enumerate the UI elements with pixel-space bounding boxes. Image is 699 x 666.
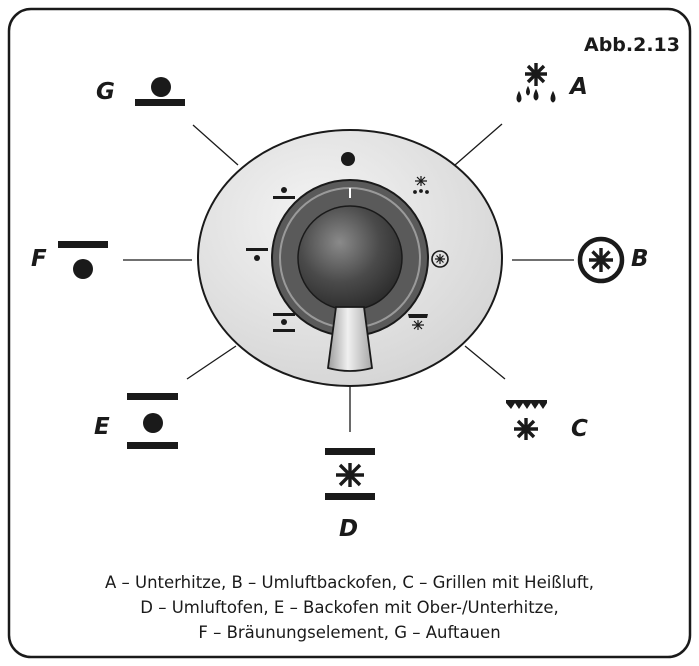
caption-line-1: A – Unterhitze, B – Umluftbackofen, C – …: [105, 573, 594, 592]
figure-title: Abb.2.13: [583, 34, 680, 56]
label-b: B: [631, 246, 649, 272]
leader-line-a: [454, 123, 503, 166]
label-e: E: [94, 414, 110, 440]
panel-top-bottom-heat-icon: [273, 313, 295, 332]
symbol-g-icon: [135, 77, 185, 106]
panel-fan-circle-icon: [431, 250, 449, 268]
label-a: A: [570, 74, 588, 100]
caption-line-2: D – Umluftofen, E – Backofen mit Ober-/U…: [140, 598, 559, 617]
symbol-d-icon: [325, 448, 375, 500]
panel-dot-icon: [341, 152, 355, 166]
label-c: C: [571, 416, 588, 442]
caption-line-3: F – Bräunungselement, G – Auftauen: [198, 623, 501, 642]
symbol-e-icon: [127, 393, 178, 449]
leader-line-e: [186, 345, 237, 380]
panel-bottom-heat-icon: [246, 248, 268, 261]
label-g: G: [96, 79, 115, 105]
panel-defrost-icon: [413, 176, 429, 194]
panel-top-heat-icon: [273, 187, 295, 199]
panel-grill-fan-icon: [408, 314, 428, 330]
knob-handle: [327, 306, 373, 372]
leader-line-g: [192, 124, 239, 166]
label-d: D: [339, 516, 359, 542]
symbol-b-icon: [577, 236, 625, 284]
symbol-f-icon: [58, 241, 108, 279]
label-f: F: [31, 246, 47, 272]
knob-center: [297, 205, 403, 311]
symbol-a-icon: [516, 63, 556, 103]
symbol-c-icon: [506, 400, 547, 440]
outer-border: [7, 7, 692, 659]
leader-line-c: [464, 345, 506, 380]
leader-lines: [123, 123, 574, 432]
